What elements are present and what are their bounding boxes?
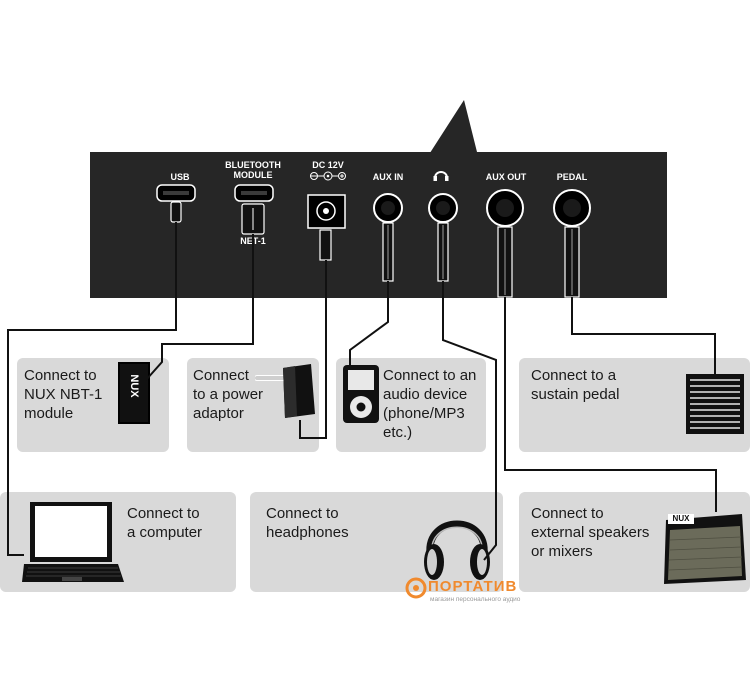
sustain-pedal-icon (686, 374, 744, 434)
dc-port-label: DC 12V (312, 160, 344, 170)
computer-text: Connect to a computer (127, 505, 203, 541)
watermark-tagline: магазин персонального аудио (430, 596, 521, 603)
bluetooth-port-label: BLUETOOTH MODULE (225, 160, 281, 180)
panel-fin (428, 100, 478, 156)
nbt-module-icon: NUX (118, 362, 150, 424)
pedal-port-icon (553, 189, 591, 298)
headphone-jack-icon (428, 193, 458, 282)
headphones-icon (424, 520, 490, 580)
mp3-player-icon (343, 365, 379, 423)
usb-port-icon (156, 184, 196, 223)
headphones-text: Connect to headphones (266, 505, 349, 541)
speaker-amp-icon (664, 514, 746, 584)
aux-out-port-icon (486, 189, 524, 298)
usb-port-label: USB (170, 172, 190, 182)
power-adaptor-icon (255, 364, 315, 418)
pedal-port-label: PEDAL (556, 172, 588, 182)
speaker-amp-logo: NUX (668, 514, 694, 524)
sustain-pedal-text: Connect to a sustain pedal (531, 367, 620, 403)
watermark-brand: ПОРТАТИВ (428, 578, 518, 595)
dc-polarity-icon (310, 171, 346, 181)
watermark-logo-icon (405, 577, 427, 599)
laptop-icon (22, 502, 124, 582)
ports-and-plugs (156, 184, 591, 298)
nbt-module-logo: NUX (128, 374, 140, 398)
headphone-port-icon (433, 171, 449, 181)
nbt-module-text: Connect to NUX NBT-1 module (24, 367, 103, 422)
bluetooth-port-icon (234, 184, 274, 235)
speakers-text: Connect to external speakers or mixers (531, 505, 650, 560)
aux-in-port-label: AUX IN (372, 172, 404, 182)
dc-port-icon (307, 194, 346, 261)
audio-device-text: Connect to an audio device (phone/MP3 et… (383, 367, 477, 441)
aux-in-port-icon (373, 193, 403, 282)
aux-out-port-label: AUX OUT (485, 172, 527, 182)
